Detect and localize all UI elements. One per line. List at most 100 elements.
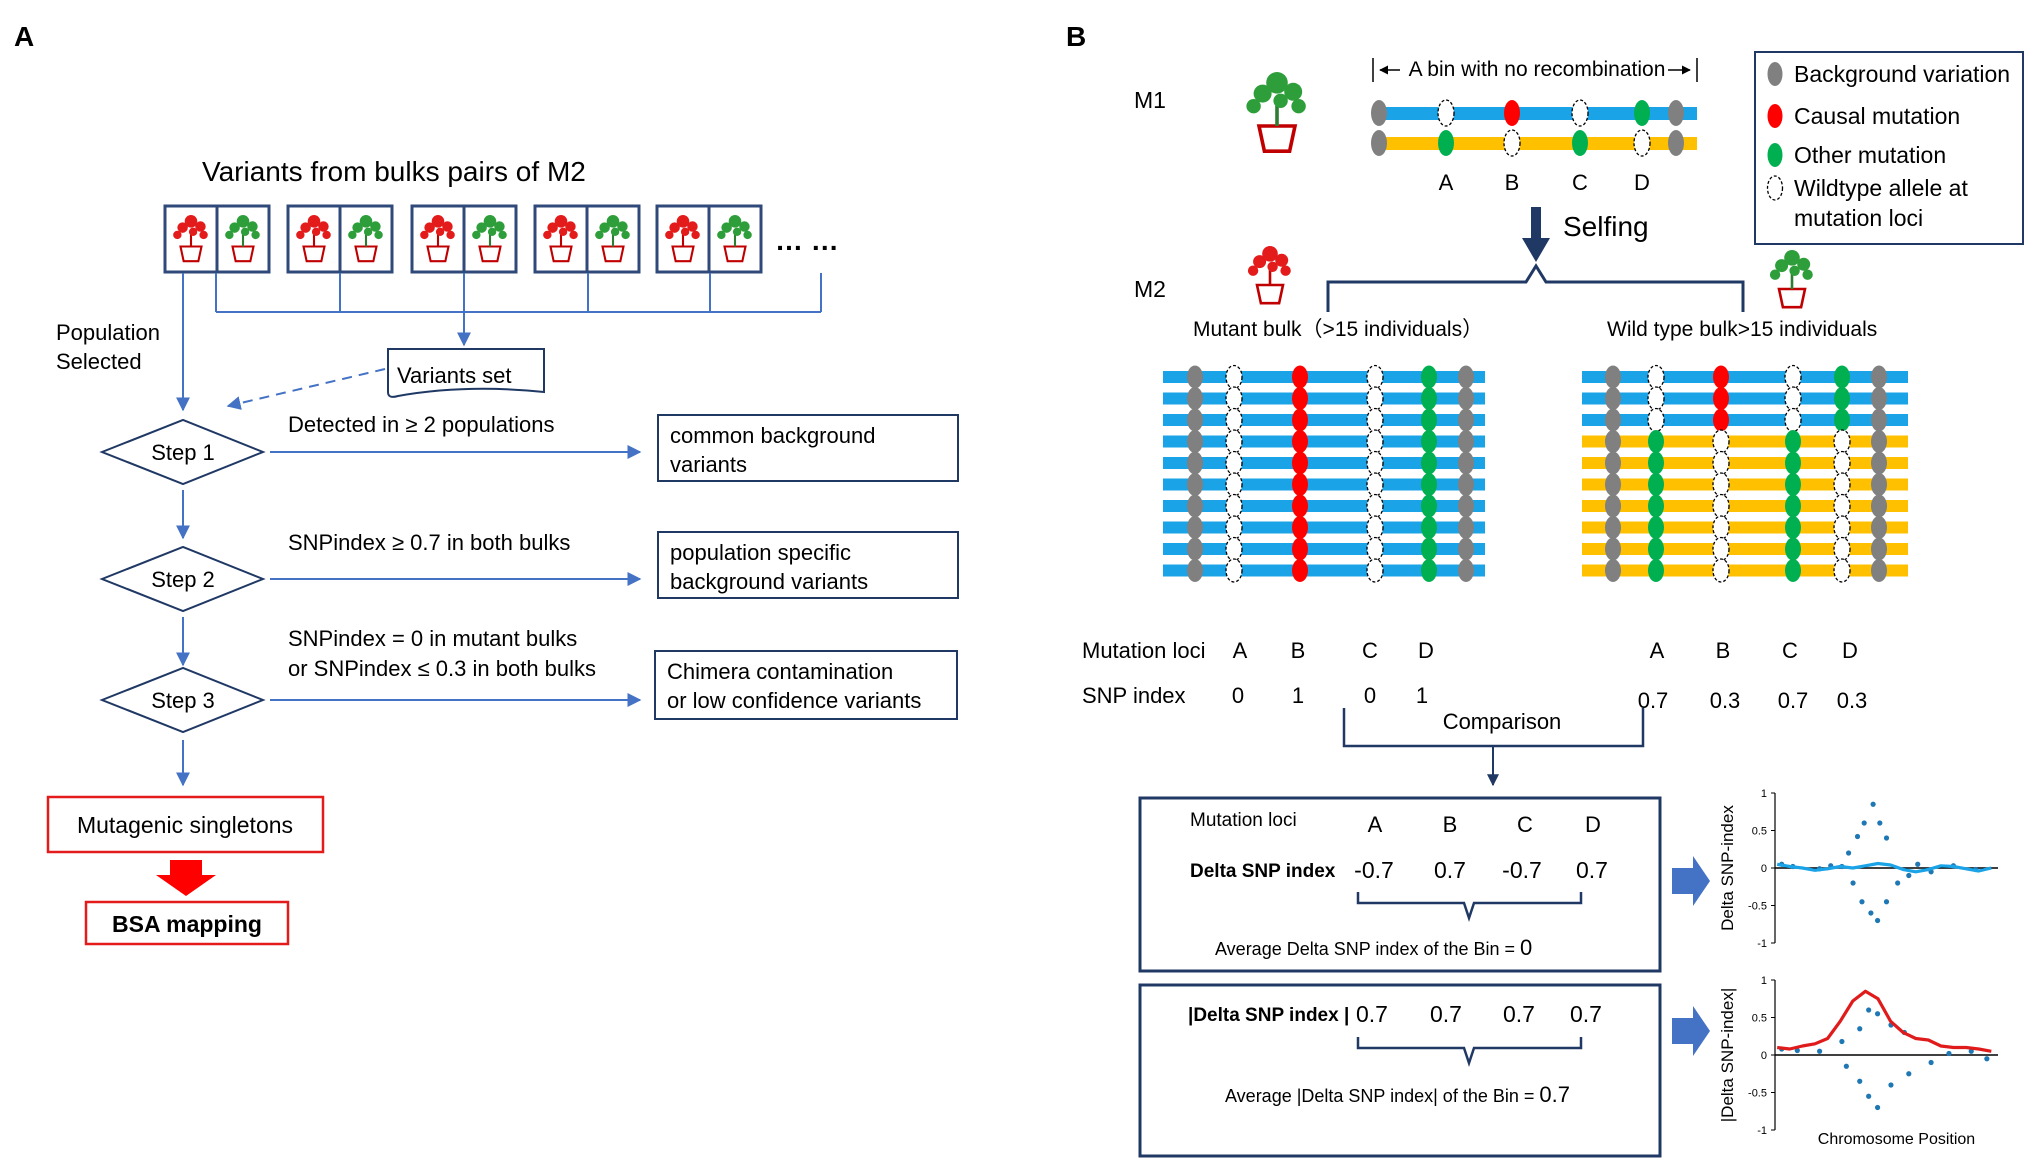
other-mutation-marker xyxy=(1785,494,1801,518)
wildtype-allele-marker xyxy=(1366,364,1384,390)
other-mutation-marker xyxy=(1648,473,1664,496)
strand-orange xyxy=(1582,543,1908,555)
wildtype-allele-marker xyxy=(1366,450,1384,476)
wildtype-allele-marker xyxy=(1225,536,1243,562)
box1-locus-label: B xyxy=(1443,812,1458,837)
data-point xyxy=(1868,910,1874,916)
step-label: Step 1 xyxy=(151,440,215,465)
mutant-locus-label: B xyxy=(1291,638,1306,663)
legend-entry: Wildtype allele at xyxy=(1794,175,1968,201)
comparison-label: Comparison xyxy=(1443,709,1562,734)
other-mutation-marker xyxy=(1421,387,1437,410)
wildtype-allele-marker xyxy=(1225,364,1243,390)
data-point xyxy=(1859,899,1865,905)
wildtype-allele-marker xyxy=(1225,386,1243,411)
box2-avg: Average |Delta SNP index| of the Bin = 0… xyxy=(1225,1082,1570,1107)
other-mutation-marker xyxy=(1834,408,1850,432)
wildtype-allele-marker xyxy=(1784,407,1802,433)
background-variation-marker xyxy=(1458,451,1474,475)
other-mutation-marker xyxy=(1421,473,1437,496)
wildtype-allele-marker xyxy=(1712,536,1730,562)
wildtype-allele-marker xyxy=(1833,472,1851,497)
box1-delta-value: -0.7 xyxy=(1354,857,1394,883)
strand-orange xyxy=(1582,521,1908,534)
selfing-label: Selfing xyxy=(1563,211,1649,242)
background-variation-marker xyxy=(1871,537,1887,561)
abs-delta-box xyxy=(1138,983,1662,1158)
wildtype-allele-marker xyxy=(1647,386,1665,411)
strand-blue xyxy=(1163,478,1485,491)
data-point xyxy=(1874,1104,1881,1111)
background-variation-marker xyxy=(1871,408,1887,432)
other-mutation-marker xyxy=(1438,130,1454,156)
background-variation-marker xyxy=(1605,365,1621,389)
causal-mutation-marker xyxy=(1292,516,1308,539)
causal-mutation-marker xyxy=(1292,387,1308,410)
other-mutation-marker xyxy=(1785,430,1801,453)
wildtype-allele-marker xyxy=(1633,129,1651,157)
data-point xyxy=(1877,820,1883,826)
causal-mutation-marker xyxy=(1292,473,1308,496)
causal-mutation-marker xyxy=(1504,100,1520,126)
other-mutation-marker xyxy=(1648,559,1664,582)
strand-blue xyxy=(1582,414,1908,426)
wildtype-allele-marker xyxy=(1366,429,1384,454)
mutant-locus-label: C xyxy=(1362,638,1378,663)
other-mutation-marker xyxy=(1648,494,1664,518)
box2-row-label: |Delta SNP index | xyxy=(1188,1005,1349,1026)
wildtype-bulk-label: Wild type bulk>15 individuals xyxy=(1607,318,1877,341)
causal-mutation-marker xyxy=(1292,365,1308,389)
background-variation-marker xyxy=(1605,451,1621,475)
m1-locus-label: D xyxy=(1634,170,1650,195)
step-criterion: or SNPindex ≤ 0.3 in both bulks xyxy=(288,656,596,681)
population-selected-line1: Population xyxy=(56,320,160,345)
strand-blue xyxy=(1163,564,1485,577)
wildtype-plant-icon xyxy=(1768,248,1815,309)
box1-header: Mutation loci xyxy=(1190,810,1297,831)
other-mutation-marker xyxy=(1421,516,1437,539)
strand-blue xyxy=(1163,521,1485,534)
causal-mutation-marker xyxy=(1713,387,1729,410)
strand-blue xyxy=(1163,457,1485,469)
step-diamond xyxy=(99,545,266,613)
m1-locus-label: C xyxy=(1572,170,1588,195)
background-variation-marker xyxy=(1187,559,1203,582)
y-tick-label: -1 xyxy=(1757,938,1767,950)
bin-bracket xyxy=(1372,58,1698,82)
background-variation-marker xyxy=(1187,494,1203,518)
wildtype-snp-value: 0.7 xyxy=(1778,688,1809,713)
mutant-locus-label: A xyxy=(1233,638,1248,663)
background-variation-marker xyxy=(1605,408,1621,432)
step-result: Chimera contamination xyxy=(667,659,893,684)
legend-entry: Background variation xyxy=(1794,61,2010,87)
step-result-box xyxy=(657,414,959,482)
bulk-pairs xyxy=(163,204,763,274)
background-variation-marker xyxy=(1871,516,1887,539)
arrow-to-plot-2 xyxy=(1672,1006,1710,1056)
box2-abs-delta-value: 0.7 xyxy=(1356,1001,1388,1027)
step-label: Step 3 xyxy=(151,688,215,713)
box2-brace xyxy=(1356,1037,1583,1067)
data-point xyxy=(1888,1082,1894,1088)
data-point xyxy=(1895,880,1901,886)
snp-index-label: SNP index xyxy=(1082,683,1186,708)
strand-orange xyxy=(1582,435,1908,448)
causal-mutation-marker xyxy=(1292,451,1308,475)
step-diamond xyxy=(99,666,266,734)
box1-brace xyxy=(1356,892,1583,922)
wildtype-allele-marker xyxy=(1225,515,1243,540)
background-variation-marker xyxy=(1458,516,1474,539)
y-tick-label: -1 xyxy=(1757,1125,1767,1137)
causal-mutation-marker xyxy=(1292,559,1308,582)
data-point xyxy=(1794,1047,1800,1054)
data-point xyxy=(1845,850,1852,856)
wildtype-allele-marker xyxy=(1784,364,1802,390)
wildtype-allele-marker xyxy=(1647,364,1665,390)
other-mutation-marker xyxy=(1421,430,1437,453)
background-variation-marker xyxy=(1458,365,1474,389)
mutation-loci-label: Mutation loci xyxy=(1082,638,1206,663)
background-variation-marker xyxy=(1668,100,1684,126)
wildtype-allele-marker xyxy=(1225,472,1243,497)
